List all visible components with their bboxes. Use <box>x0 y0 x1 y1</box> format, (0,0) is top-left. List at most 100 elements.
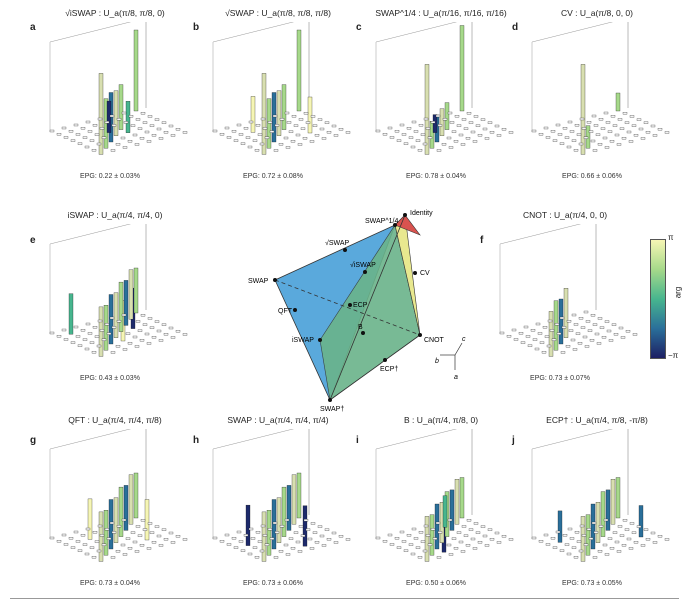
lbl-ecp: ECP <box>353 302 368 309</box>
bar-flat <box>513 338 519 341</box>
bar-flat <box>240 142 246 145</box>
bar-flat <box>63 338 69 341</box>
bar-flat <box>290 547 296 550</box>
panel-c: c SWAP^1/4 : U_a(π/16, π/16, π/16) 0.50 … <box>356 8 514 180</box>
bar <box>108 294 114 345</box>
bar-flat <box>97 524 103 528</box>
bar-flat <box>99 534 105 537</box>
bar <box>128 269 134 320</box>
colorbar-bottom-label: −π <box>668 351 679 360</box>
bar-flat <box>96 344 102 348</box>
bar-flat <box>319 534 325 538</box>
bar <box>296 29 302 112</box>
bar-flat <box>142 121 148 124</box>
bar-flat <box>144 130 150 134</box>
bar <box>123 485 129 531</box>
bar-flat <box>163 131 169 134</box>
bar-flat <box>631 531 637 534</box>
bar-flat <box>574 124 580 127</box>
pt-qft <box>293 308 297 312</box>
bar-flat <box>147 522 153 525</box>
bar-flat <box>87 130 93 133</box>
bar-flat <box>94 335 100 338</box>
bar-flat <box>89 139 95 142</box>
bar-flat <box>550 130 556 133</box>
bar <box>615 477 621 519</box>
bar-flat <box>475 124 481 127</box>
bar-flat <box>243 127 249 130</box>
bar-flat <box>91 556 97 559</box>
bar-flat <box>422 549 428 553</box>
bar <box>276 497 282 543</box>
bar-flat <box>127 342 133 345</box>
bar-flat <box>551 338 557 341</box>
bar-flat <box>399 123 405 127</box>
bar-flat <box>63 136 69 139</box>
panel-letter: i <box>356 435 359 446</box>
bar-flat <box>477 134 483 137</box>
bar-flat <box>569 537 575 540</box>
bar-flat <box>470 130 476 134</box>
bar-flat <box>534 347 540 351</box>
bar-flat <box>605 121 611 124</box>
bar-flat <box>473 522 479 525</box>
bar-flat <box>590 139 596 143</box>
bar-flat <box>543 126 549 130</box>
bar-flat <box>573 149 579 152</box>
weyl-face-red <box>394 214 421 236</box>
bar-flat <box>576 133 582 136</box>
bar-flat <box>578 549 584 553</box>
bar-flat <box>401 133 407 136</box>
bar-flat <box>473 115 479 118</box>
bar-flat <box>583 136 589 139</box>
bar-flat <box>161 121 167 124</box>
bar-flat <box>538 540 544 543</box>
bar-flat <box>590 314 596 317</box>
bar-flat <box>567 120 573 124</box>
bar-flat <box>537 332 543 335</box>
bar-flat <box>596 342 602 345</box>
bar-flat <box>640 544 646 547</box>
bar-flat <box>584 345 590 348</box>
bar <box>563 288 569 338</box>
bar-flat <box>77 549 83 552</box>
bar-flat <box>600 127 606 130</box>
bar-flat <box>598 118 604 121</box>
bar-flat <box>664 131 670 134</box>
bar-plot-3d: 0.50 <box>375 429 514 562</box>
bar-flat <box>542 326 548 329</box>
bar-flat <box>626 537 632 541</box>
bar-flat <box>466 112 472 115</box>
bar-flat <box>527 344 533 347</box>
bar-flat <box>382 133 388 136</box>
bar-flat <box>375 536 381 540</box>
bar <box>266 510 272 556</box>
panel-title: QFT : U_a(π/4, π/4, π/8) <box>68 415 162 425</box>
bar-flat <box>406 534 412 537</box>
bar-flat <box>49 129 55 133</box>
wall-edge <box>531 22 614 43</box>
wall-edge <box>49 429 132 450</box>
bar-flat <box>151 134 157 137</box>
bar-flat <box>482 127 488 131</box>
bar-flat <box>80 127 86 130</box>
bar-flat <box>254 556 260 559</box>
bar <box>286 485 292 531</box>
bar-flat <box>456 531 462 534</box>
bar-flat <box>657 535 663 538</box>
bar-flat <box>624 528 630 531</box>
bar-flat <box>618 326 624 330</box>
bar <box>103 510 109 556</box>
bar-flat <box>394 537 400 540</box>
epg-label: EPG: 0.43 ± 0.03% <box>80 375 140 382</box>
weyl-dashed-edge <box>274 279 421 336</box>
bar-flat <box>531 536 537 540</box>
bar-flat <box>403 549 409 552</box>
bar-flat <box>274 124 280 127</box>
bar-flat <box>158 137 164 140</box>
bar-flat <box>501 128 507 131</box>
bar-flat <box>477 541 483 544</box>
bar-flat <box>312 531 318 534</box>
bar-flat <box>314 134 320 137</box>
bar-flat <box>104 121 110 124</box>
